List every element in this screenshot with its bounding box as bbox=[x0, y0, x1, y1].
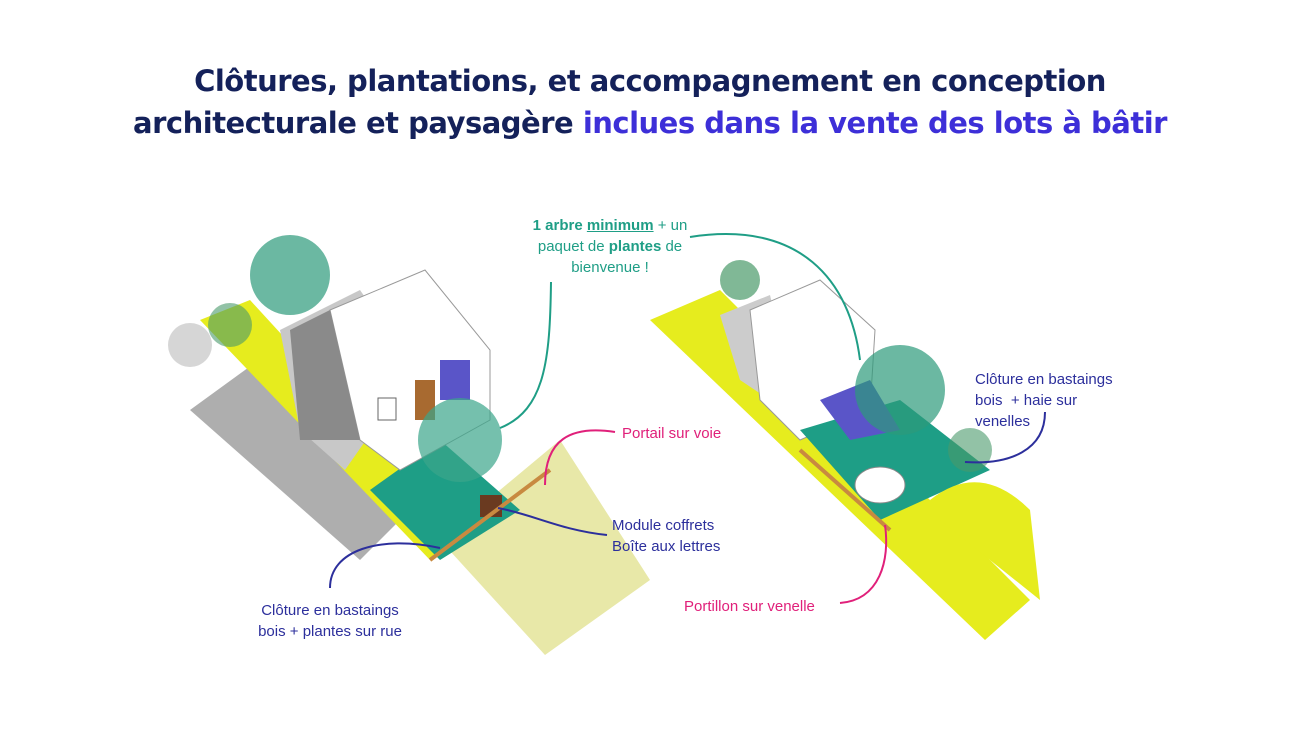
tree-bold: plantes bbox=[608, 238, 662, 255]
tree-bold: 1 arbre bbox=[532, 217, 583, 234]
title-line-2: architecturale et paysagère inclues dans… bbox=[0, 102, 1300, 144]
door bbox=[415, 380, 435, 420]
cloture-venelle-line-2: bois + haie sur bbox=[975, 392, 1078, 409]
tree bbox=[418, 398, 502, 482]
arrow-tree-left bbox=[499, 281, 552, 429]
annotation-portillon: Portillon sur venelle bbox=[684, 598, 815, 615]
title-line-1: Clôtures, plantations, et accompagnement… bbox=[194, 64, 1106, 98]
fence bbox=[428, 468, 552, 562]
window bbox=[377, 397, 397, 421]
cloture-rue-line-1: Clôture en bastaings bbox=[261, 602, 399, 619]
fence bbox=[798, 448, 892, 532]
left-lot-illustration bbox=[168, 235, 650, 655]
arrow-cloture-rue bbox=[329, 542, 441, 589]
tree-underlined: minimum bbox=[586, 217, 654, 234]
arrow-portail bbox=[544, 429, 616, 486]
lawn bbox=[930, 482, 1040, 600]
round-table bbox=[854, 466, 906, 504]
tree bbox=[208, 303, 252, 347]
module-line-2: Boîte aux lettres bbox=[612, 538, 721, 555]
title-accent-part: inclues dans la vente des lots à bâtir bbox=[582, 106, 1168, 140]
cloture-venelle-line-3: venelles bbox=[975, 413, 1031, 430]
hedge bbox=[948, 428, 992, 472]
title-dark-part: architecturale et paysagère bbox=[133, 106, 574, 140]
arrow-cloture-venelle bbox=[964, 411, 1046, 464]
annotation-module: Module coffrets Boîte aux lettres bbox=[612, 515, 720, 557]
annotation-tree: 1 arbre minimum + un paquet de plantes d… bbox=[515, 215, 705, 278]
annotation-cloture-venelle: Clôture en bastaings bois + haie sur ven… bbox=[975, 369, 1113, 432]
cloture-venelle-line-1: Clôture en bastaings bbox=[975, 371, 1113, 388]
tree-text: + un bbox=[653, 217, 688, 234]
tree bbox=[855, 345, 945, 435]
house-roof-side bbox=[290, 310, 360, 440]
tree-line-3: bienvenue ! bbox=[571, 259, 649, 276]
left-garden bbox=[370, 440, 520, 560]
arrow-portillon bbox=[839, 524, 888, 604]
annotation-cloture-rue: Clôture en bastaings bois + plantes sur … bbox=[240, 600, 420, 642]
page-title: Clôtures, plantations, et accompagnement… bbox=[0, 60, 1300, 144]
arrow-module bbox=[497, 507, 608, 536]
tree bbox=[250, 235, 330, 315]
tree-line-2: paquet de plantes de bbox=[515, 236, 705, 257]
tree bbox=[168, 323, 212, 367]
arrow-tree-right bbox=[689, 233, 861, 361]
tree-text: paquet de bbox=[537, 238, 605, 255]
window bbox=[440, 360, 470, 400]
tree-line-1: 1 arbre minimum + un bbox=[515, 215, 705, 236]
annotation-portail: Portail sur voie bbox=[622, 425, 722, 442]
cloture-rue-line-2: bois + plantes sur rue bbox=[258, 623, 402, 640]
annotation-arrows bbox=[329, 233, 1046, 604]
house-shadow bbox=[190, 330, 420, 560]
tree-text: de bbox=[661, 238, 683, 255]
module-line-1: Module coffrets bbox=[612, 517, 715, 534]
tree bbox=[720, 260, 760, 300]
left-street bbox=[440, 440, 650, 655]
right-lot-illustration bbox=[650, 260, 1040, 640]
